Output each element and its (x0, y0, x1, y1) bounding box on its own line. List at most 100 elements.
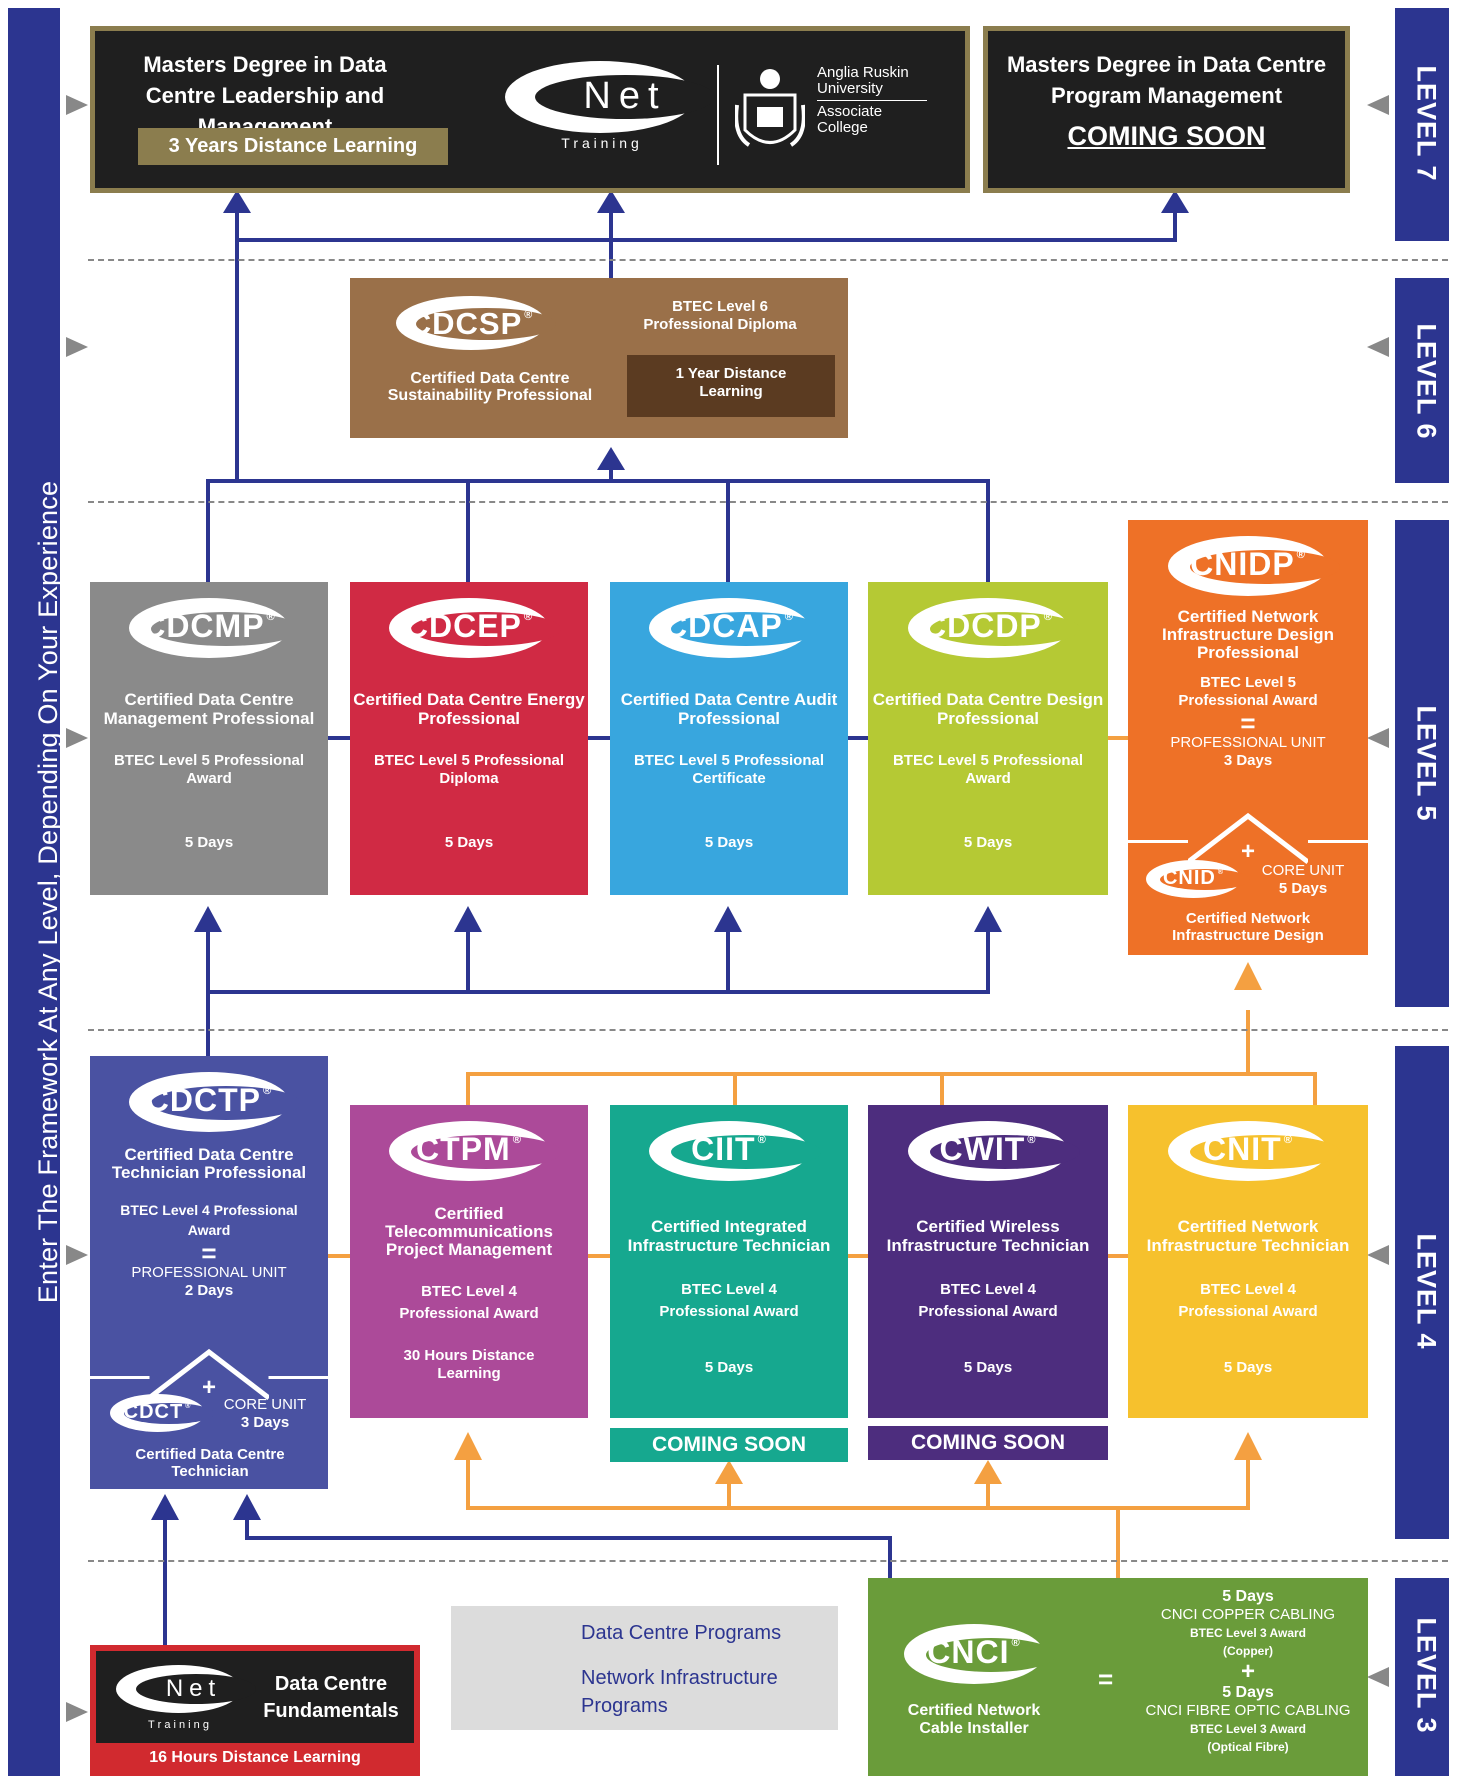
cdctp-house-divider (149, 1348, 269, 1400)
cnit-box[interactable]: CNIT® Certified Network Infrastructure T… (1128, 1105, 1368, 1418)
ciit-status: COMING SOON (610, 1428, 848, 1462)
cdctp-unit: PROFESSIONAL UNIT (131, 1264, 287, 1281)
level-divider (88, 1029, 1448, 1031)
cdcsp-name: Certified Data Centre Sustainability Pro… (387, 370, 593, 404)
cnid-core-days: 5 Days (1278, 880, 1328, 897)
cwit-box[interactable]: CWIT® Certified Wireless Infrastructure … (868, 1105, 1108, 1418)
masters-leadership-box[interactable]: Masters Degree in Data Centre Leadership… (90, 26, 970, 193)
entry-arrow-icon (66, 337, 88, 357)
level-3-label: LEVEL 3 (1411, 1617, 1442, 1734)
cnid-name: Certified Network Infrastructure Design (1172, 910, 1324, 944)
anglia-ruskin-text: Anglia Ruskin University Associate Colle… (817, 65, 937, 136)
level-3-bar: LEVEL 3 (1395, 1578, 1449, 1776)
cdcap-box[interactable]: CDCAP® Certified Data Centre Audit Profe… (610, 582, 848, 895)
cnci-logo: CNCI® (904, 1624, 1056, 1684)
level-divider (88, 259, 1448, 261)
cdctp-name: Certified Data Centre Technician Profess… (111, 1145, 307, 1182)
cdcap-award: BTEC Level 5 Professional Certificate (633, 752, 825, 787)
cnidp-award: BTEC Level 5 Professional Award (1178, 674, 1318, 709)
cdcap-acronym: CDCAP (663, 608, 783, 644)
fundamentals-box[interactable]: Net T r a i n i n g Data Centre Fundamen… (90, 1645, 420, 1776)
level-7-bar: LEVEL 7 (1395, 8, 1449, 241)
cnci-fibre-title: CNCI FIBRE OPTIC CABLING (1145, 1702, 1351, 1719)
fundamentals-duration: 16 Hours Distance Learning (149, 1749, 361, 1766)
level-6-label: LEVEL 6 (1411, 323, 1442, 440)
ciit-box[interactable]: CIIT® Certified Integrated Infrastructur… (610, 1105, 848, 1418)
cdcep-days: 5 Days (444, 834, 494, 851)
cnci-box[interactable]: CNCI® Certified Network Cable Installer … (868, 1578, 1368, 1776)
entry-arrow-icon (1367, 337, 1389, 357)
cdcsp-logo: CDCSP® (396, 296, 556, 350)
cnidp-acronym: CNIDP (1190, 546, 1295, 582)
ctpm-box[interactable]: CTPM® Certified Telecommunications Proje… (350, 1105, 588, 1418)
cnci-details: 5 Days CNCI COPPER CABLING BTEC Level 3 … (1138, 1588, 1358, 1756)
cdcep-acronym: CDCEP (404, 608, 522, 644)
cnci-copper-type: (Copper) (1223, 1644, 1273, 1658)
cdcsp-award: BTEC Level 6 Professional Diploma (643, 298, 797, 333)
logo-divider (717, 65, 719, 165)
aru-line-1: Anglia Ruskin (817, 64, 909, 81)
aru-line-3: Associate (817, 103, 883, 120)
cdcap-name: Certified Data Centre Audit Professional (620, 690, 838, 728)
cwit-logo: CWIT® (908, 1121, 1080, 1181)
entry-arrow-icon (66, 728, 88, 748)
cdcdp-box[interactable]: CDCDP® Certified Data Centre Design Prof… (868, 582, 1108, 895)
cdcdp-days: 5 Days (963, 834, 1013, 851)
cdct-core-unit: CORE UNIT (223, 1396, 307, 1413)
entry-arrow-icon (66, 1702, 88, 1722)
cwit-name: Certified Wireless Infrastructure Techni… (886, 1217, 1090, 1255)
cnidp-unit: PROFESSIONAL UNIT (1170, 734, 1326, 751)
cdcep-logo: CDCEP® (389, 598, 561, 658)
cdctp-plus: + (201, 1374, 216, 1401)
cdctp-equals: = (201, 1238, 217, 1268)
cdcdp-logo: CDCDP® (908, 598, 1080, 658)
cnidp-equals: = (1240, 708, 1256, 738)
cdcdp-acronym: CDCDP (922, 608, 1042, 644)
level-divider (88, 1560, 1448, 1562)
cnid-logo: CNID® (1146, 860, 1250, 898)
cdctp-acronym: CDCTP (145, 1082, 261, 1118)
cnidp-unit-days: 3 Days (1223, 752, 1273, 769)
cdcsp-duration: 1 Year Distance Learning (627, 355, 835, 417)
masters-program-box[interactable]: Masters Degree in Data Centre Program Ma… (983, 26, 1350, 193)
cdcsp-box[interactable]: CDCSP® Certified Data Centre Sustainabil… (350, 278, 848, 438)
cdctp-logo: CDCTP® (129, 1072, 301, 1132)
cnci-fibre-award: BTEC Level 3 Award (1189, 1722, 1307, 1736)
level-4-bar: LEVEL 4 (1395, 1046, 1449, 1539)
aru-line-2: University (817, 80, 883, 97)
cdcdp-name: Certified Data Centre Design Professiona… (872, 690, 1104, 728)
cnidp-box[interactable]: CNIDP® Certified Network Infrastructure … (1128, 520, 1368, 955)
level-7-label: LEVEL 7 (1411, 65, 1442, 182)
level-6-bar: LEVEL 6 (1395, 278, 1449, 483)
entry-arrow-icon (66, 1245, 88, 1265)
cdcmp-days: 5 Days (184, 834, 234, 851)
cwit-days: 5 Days (963, 1359, 1013, 1376)
cnci-fibre-days: 5 Days (1222, 1684, 1274, 1701)
cdcmp-box[interactable]: CDCMP® Certified Data Centre Management … (90, 582, 328, 895)
cnci-copper-award: BTEC Level 3 Award (1189, 1626, 1307, 1640)
cnci-copper-days: 5 Days (1222, 1588, 1274, 1605)
cwit-acronym: CWIT (939, 1131, 1026, 1167)
entry-arrow-icon (1367, 1245, 1389, 1265)
cnet-logo-text: Net (583, 75, 667, 117)
cnid-acronym: CNID (1162, 867, 1216, 889)
ciit-name: Certified Integrated Infrastructure Tech… (627, 1217, 831, 1255)
cnet-training-logo: Net (505, 61, 715, 133)
cwit-status: COMING SOON (868, 1426, 1108, 1460)
cnci-copper-title: CNCI COPPER CABLING (1160, 1606, 1336, 1623)
cnci-acronym: CNCI (927, 1634, 1010, 1670)
cnidp-logo: CNIDP® (1168, 536, 1340, 596)
level-divider (88, 501, 1448, 503)
cdct-acronym: CDCT (123, 1401, 184, 1423)
ctpm-award: BTEC Level 4 Professional Award (399, 1283, 539, 1322)
cnci-plus: + (1240, 1658, 1255, 1685)
ctpm-duration: 30 Hours Distance Learning (403, 1347, 535, 1382)
cnidp-plus: + (1240, 838, 1255, 865)
cnidp-house-divider (1188, 812, 1308, 864)
ctpm-acronym: CTPM (416, 1131, 511, 1167)
cdctp-box[interactable]: CDCTP® Certified Data Centre Technician … (90, 1056, 328, 1489)
fundamentals-inner: Net T r a i n i n g Data Centre Fundamen… (96, 1651, 414, 1743)
cdcep-box[interactable]: CDCEP® Certified Data Centre Energy Prof… (350, 582, 588, 895)
cdctp-unit-days: 2 Days (184, 1282, 234, 1299)
fundamentals-cnet-subtext: T r a i n i n g (148, 1719, 209, 1731)
